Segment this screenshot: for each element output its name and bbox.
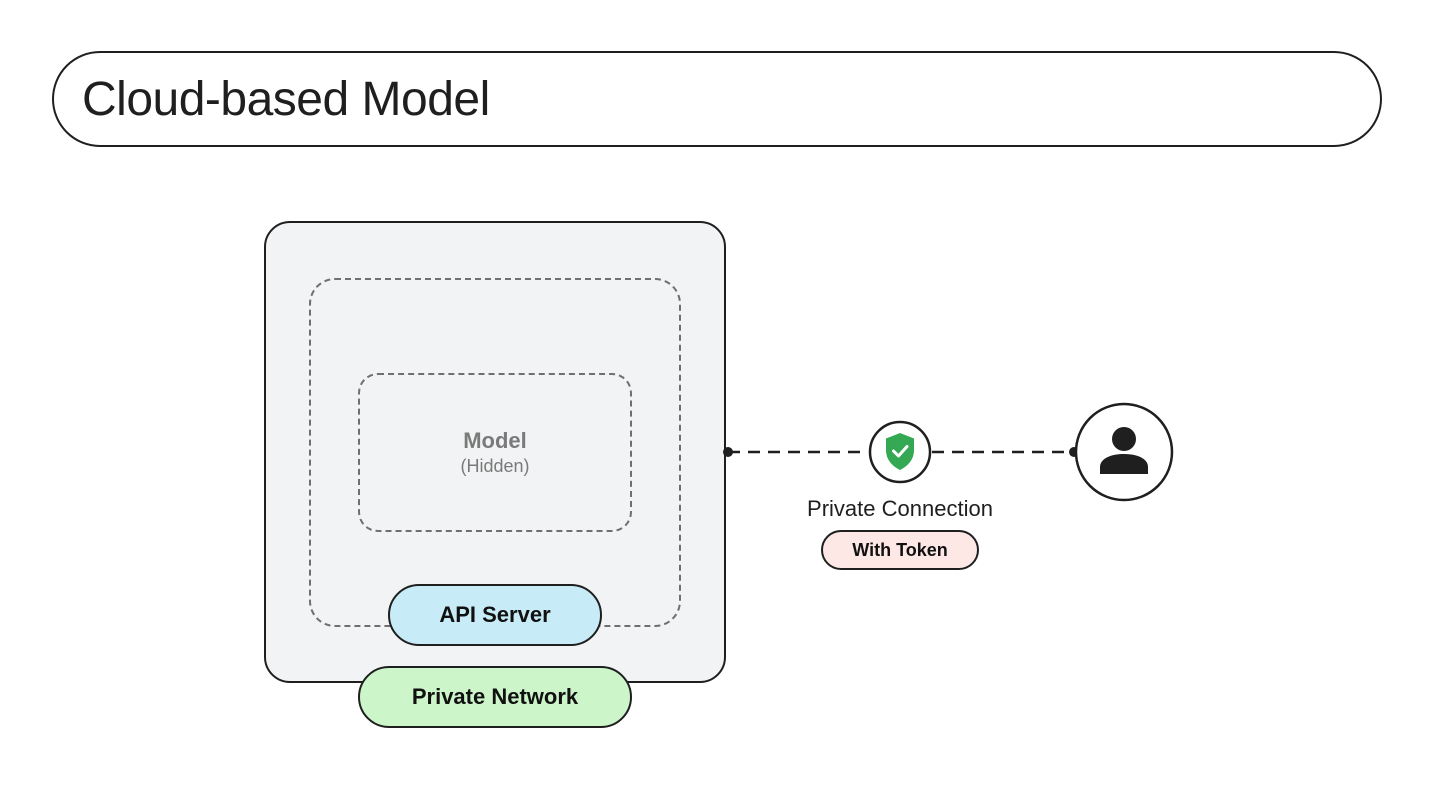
- user-icon: [1074, 402, 1174, 502]
- model-sublabel: (Hidden): [460, 455, 530, 476]
- private-network-pill: Private Network: [358, 666, 632, 728]
- page-title: Cloud-based Model: [82, 72, 490, 126]
- connector-endpoint-right: [1069, 447, 1079, 457]
- title-banner: Cloud-based Model: [52, 51, 1382, 147]
- api-server-pill: API Server: [388, 584, 602, 646]
- model-box: Model (Hidden): [358, 373, 632, 532]
- shield-check-icon: [868, 420, 932, 484]
- model-label: Model: [463, 427, 527, 453]
- connection-label: Private Connection: [807, 496, 993, 521]
- token-badge: With Token: [821, 530, 979, 570]
